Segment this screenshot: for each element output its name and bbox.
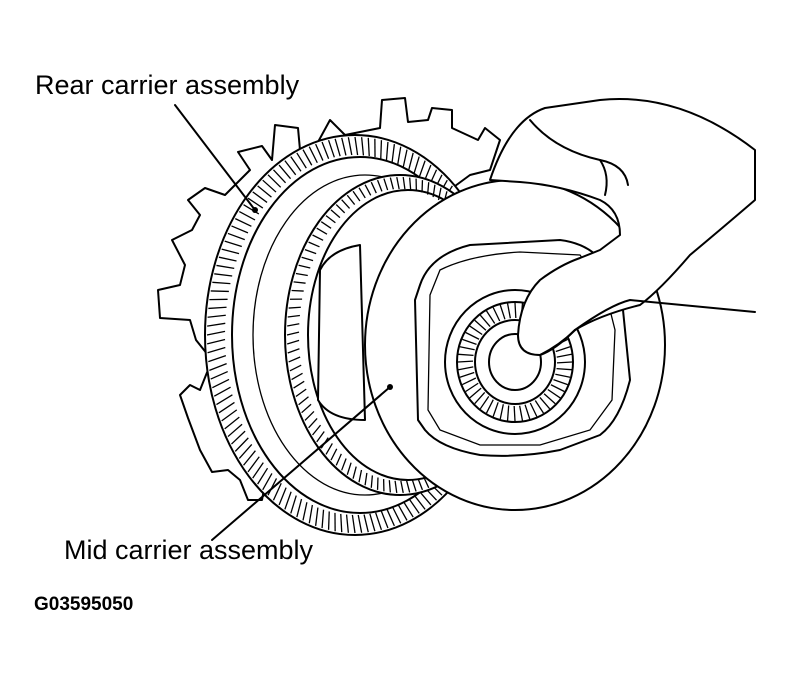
figure-code: G03595050 bbox=[34, 594, 134, 615]
rear-carrier-leader-line bbox=[174, 104, 256, 211]
mid-carrier-leader-dot bbox=[387, 384, 393, 390]
hand-icon bbox=[489, 98, 756, 356]
carrier-body bbox=[317, 244, 366, 421]
mid-carrier-leader-line bbox=[211, 386, 391, 541]
rear-carrier-assembly-label: Rear carrier assembly bbox=[35, 70, 300, 100]
mid-carrier-assembly-label: Mid carrier assembly bbox=[64, 535, 314, 565]
rear-carrier-leader-dot bbox=[252, 207, 258, 213]
